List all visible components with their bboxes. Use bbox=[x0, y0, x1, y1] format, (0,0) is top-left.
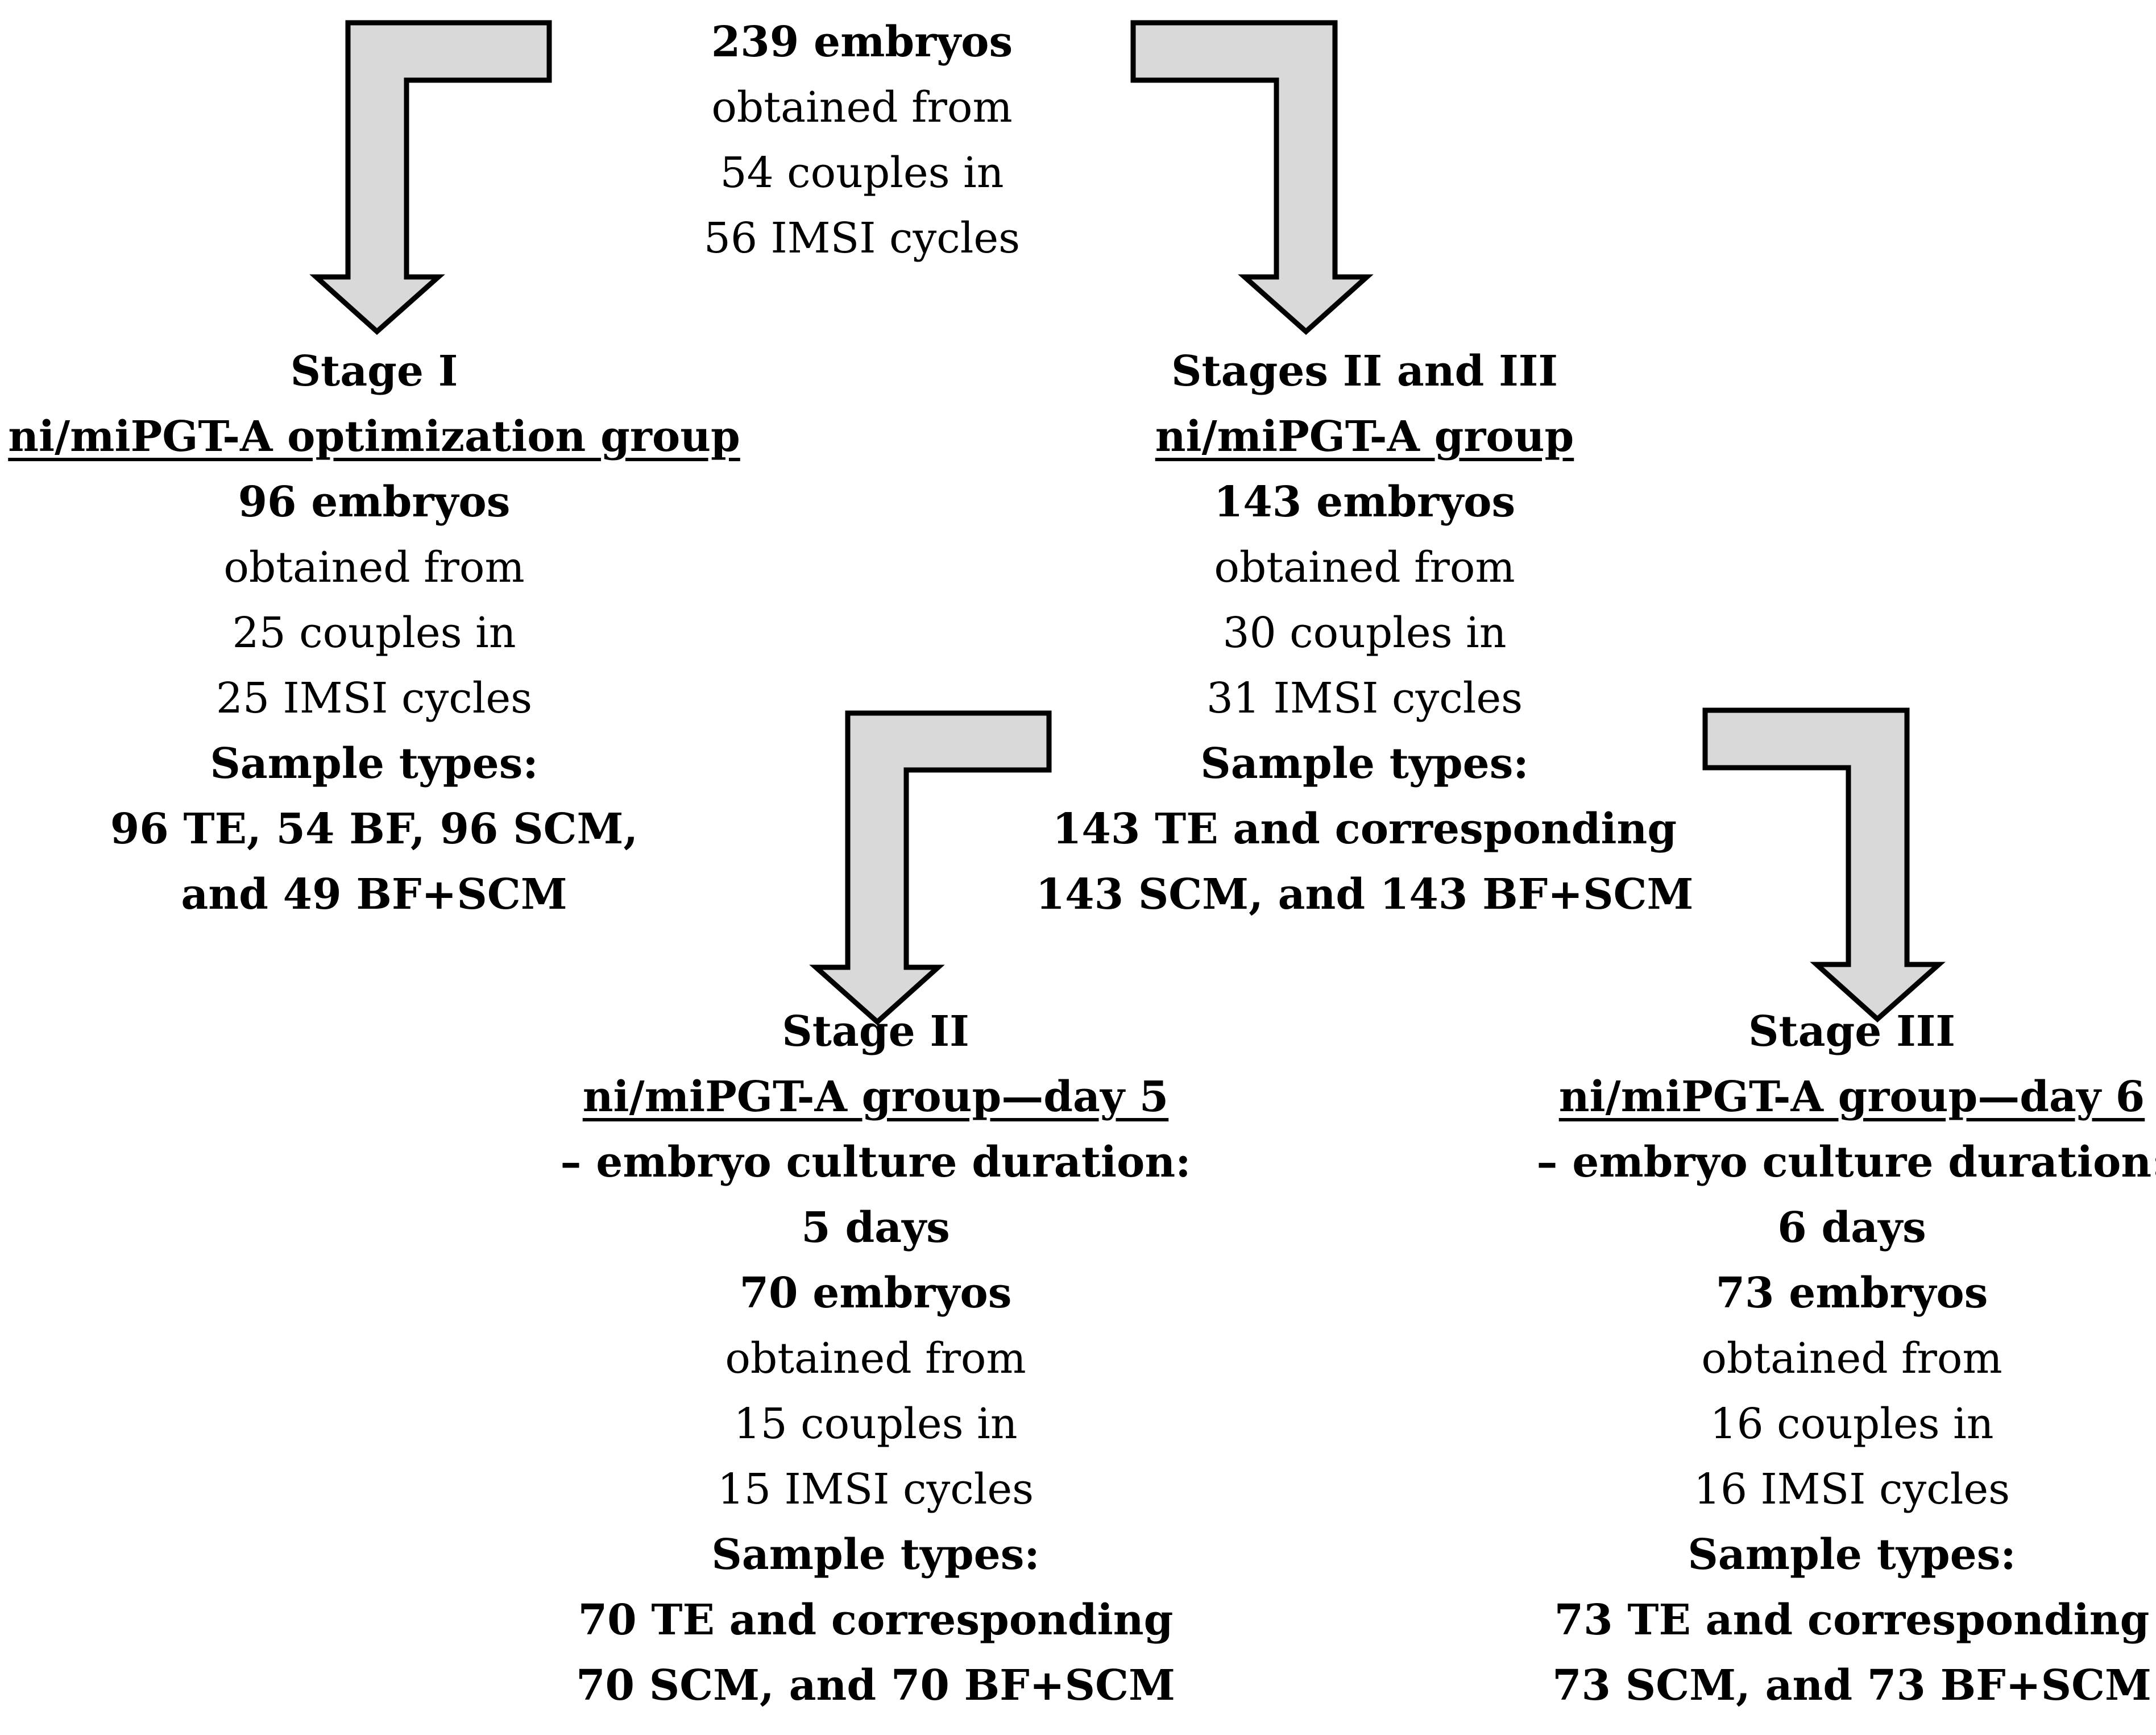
arrow-to-stage-2 bbox=[809, 710, 1052, 1026]
root-obtained-from: obtained from bbox=[711, 83, 1013, 132]
stage-1-samples-line-2: and 49 BF+SCM bbox=[181, 870, 567, 919]
stage-2-obtained-from: obtained from bbox=[725, 1334, 1026, 1383]
stages-2-3-embryo-count: 143 embryos bbox=[1213, 478, 1516, 527]
stage-2-embryo-count: 70 embryos bbox=[739, 1269, 1012, 1318]
stages-2-3-obtained-from: obtained from bbox=[1214, 543, 1515, 592]
stages-2-3-block: Stages II and III ni/miPGT-A group 143 e… bbox=[1036, 339, 1694, 927]
stage-1-embryo-count: 96 embryos bbox=[238, 478, 511, 527]
root-cycles: 56 IMSI cycles bbox=[703, 214, 1021, 263]
stage-3-sample-types-label: Sample types: bbox=[1688, 1530, 2016, 1579]
stage-2-samples-line-2: 70 SCM, and 70 BF+SCM bbox=[576, 1661, 1175, 1710]
stage-2-duration-line-2: 5 days bbox=[801, 1203, 950, 1252]
arrow-to-stage-3 bbox=[1702, 707, 1946, 1023]
stage-3-embryo-count: 73 embryos bbox=[1715, 1269, 1988, 1318]
stage-3-cycles: 16 IMSI cycles bbox=[1693, 1465, 2010, 1514]
stage-1-samples-line-1: 96 TE, 54 BF, 96 SCM, bbox=[110, 805, 638, 854]
stage-2-block: Stage II ni/miPGT-A group—day 5 – embryo… bbox=[560, 999, 1191, 1719]
stage-2-duration-line-1: – embryo culture duration: bbox=[560, 1138, 1191, 1187]
stage-3-group-name: ni/miPGT-A group—day 6 bbox=[1558, 1073, 2145, 1121]
arrow-to-stage-1 bbox=[309, 20, 552, 336]
stage-2-group-name: ni/miPGT-A group—day 5 bbox=[582, 1073, 1169, 1121]
stages-2-3-title: Stages II and III bbox=[1171, 347, 1558, 396]
stages-2-3-sample-types-label: Sample types: bbox=[1200, 739, 1529, 788]
stage-1-sample-types-label: Sample types: bbox=[210, 739, 538, 788]
stage-1-block: Stage I ni/miPGT-A optimization group 96… bbox=[8, 339, 740, 927]
stage-1-cycles: 25 IMSI cycles bbox=[215, 674, 533, 723]
stages-2-3-group-name: ni/miPGT-A group bbox=[1155, 412, 1574, 461]
stage-1-title: Stage I bbox=[290, 347, 458, 396]
stages-2-3-cycles: 31 IMSI cycles bbox=[1206, 674, 1523, 723]
root-couples: 54 couples in bbox=[720, 148, 1004, 197]
stage-3-block: Stage III ni/miPGT-A group—day 6 – embry… bbox=[1536, 999, 2156, 1719]
stage-1-group-name: ni/miPGT-A optimization group bbox=[8, 412, 740, 461]
root-embryo-count: 239 embryos bbox=[711, 18, 1013, 67]
stage-3-title: Stage III bbox=[1748, 1007, 1955, 1056]
stages-2-3-samples-line-2: 143 SCM, and 143 BF+SCM bbox=[1035, 870, 1694, 919]
stage-3-duration-line-2: 6 days bbox=[1777, 1203, 1926, 1252]
stage-2-samples-line-1: 70 TE and corresponding bbox=[578, 1596, 1174, 1645]
stage-2-cycles: 15 IMSI cycles bbox=[717, 1465, 1034, 1514]
stage-3-obtained-from: obtained from bbox=[1701, 1334, 2002, 1383]
stage-2-title: Stage II bbox=[782, 1007, 969, 1056]
arrow-to-stages-2-3 bbox=[1130, 20, 1374, 336]
stage-1-obtained-from: obtained from bbox=[223, 543, 525, 592]
stages-2-3-samples-line-1: 143 TE and corresponding bbox=[1052, 805, 1677, 854]
stage-3-duration-line-1: – embryo culture duration: bbox=[1536, 1138, 2156, 1187]
stage-2-couples: 15 couples in bbox=[733, 1399, 1018, 1448]
stage-3-samples-line-1: 73 TE and corresponding bbox=[1554, 1596, 2150, 1645]
stage-2-sample-types-label: Sample types: bbox=[711, 1530, 1040, 1579]
stage-1-couples: 25 couples in bbox=[232, 608, 516, 657]
stages-2-3-couples: 30 couples in bbox=[1222, 608, 1507, 657]
stage-3-couples: 16 couples in bbox=[1710, 1399, 1994, 1448]
stage-3-samples-line-2: 73 SCM, and 73 BF+SCM bbox=[1552, 1661, 2151, 1710]
root-block: 239 embryos obtained from 54 couples in … bbox=[704, 10, 1020, 271]
